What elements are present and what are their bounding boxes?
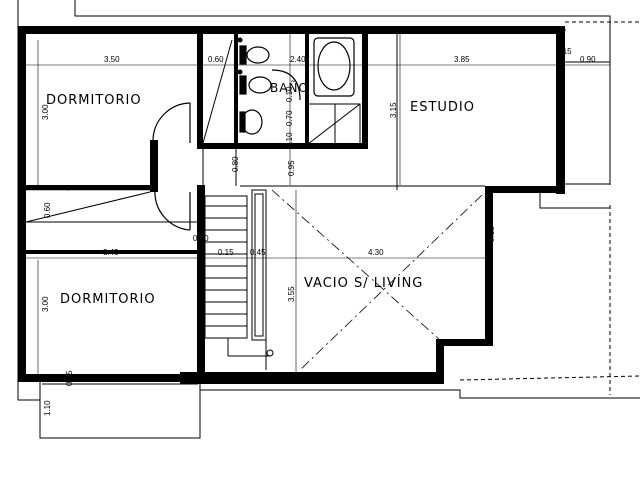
dim-010b: 0.10: [285, 132, 294, 148]
dim-300-bottom: 3.00: [41, 296, 50, 312]
dim-090: 0.90: [580, 55, 596, 64]
dim-355: 3.55: [287, 286, 296, 302]
dim-315: 3.15: [389, 102, 398, 118]
dimension-ticks: [33, 27, 566, 381]
room-label-dormitorio-bottom: DORMITORIO: [60, 292, 156, 307]
bathroom-fixtures: [239, 37, 355, 135]
dimension-lines: [25, 30, 610, 375]
dim-045: 0.45: [250, 248, 266, 257]
staircase: [204, 189, 274, 370]
interior-lines: [25, 34, 485, 439]
dim-025: 0.25: [308, 375, 324, 384]
dim-015-mid: 0.15: [218, 248, 234, 257]
dim-060-top: 0.60: [208, 55, 224, 64]
doors: [152, 102, 191, 231]
room-label-vacio: VACIO S/ LIVING: [304, 276, 423, 291]
dim-070: 0.70: [285, 110, 294, 126]
room-label-estudio: ESTUDIO: [410, 100, 475, 115]
dim-080: 0.80: [231, 156, 240, 172]
dim-095: 0.95: [287, 160, 296, 176]
dim-345: 3.45: [103, 248, 119, 257]
walls: [18, 26, 565, 384]
dim-010a: 0.10: [285, 86, 294, 102]
dim-385: 3.85: [454, 55, 470, 64]
dim-015-right: 0.15: [487, 226, 496, 242]
room-label-bano: BAÑO: [270, 80, 309, 95]
dim-350: 3.50: [104, 55, 120, 64]
dim-015-bl: 0.15: [65, 370, 74, 386]
dim-060-left: 0.60: [43, 202, 52, 218]
dim-240: 2.40: [290, 55, 306, 64]
dim-430: 4.30: [368, 248, 384, 257]
void-cross: [271, 189, 483, 371]
dim-300-top: 3.00: [41, 104, 50, 120]
dim-110: 1.10: [43, 400, 52, 416]
room-label-dormitorio-top: DORMITORIO: [46, 93, 142, 108]
